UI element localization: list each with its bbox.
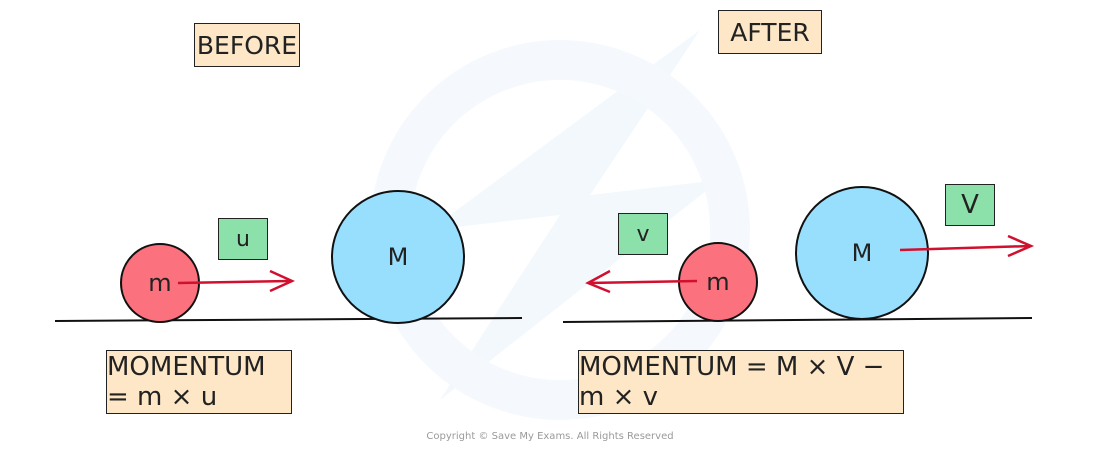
after-title: AFTER <box>718 10 822 54</box>
after-large-mass: M <box>795 186 929 320</box>
copyright-notice: Copyright © Save My Exams. All Rights Re… <box>426 431 674 442</box>
before-velocity-label: u <box>218 218 268 260</box>
after-small-velocity-arrow <box>585 269 698 294</box>
after-small-velocity-label: v <box>618 213 668 255</box>
before-momentum-equation: MOMENTUM = m × u <box>106 350 292 414</box>
before-title: BEFORE <box>194 23 300 67</box>
after-momentum-equation: MOMENTUM = M × V − m × v <box>578 350 904 414</box>
after-large-velocity-arrow <box>899 234 1035 258</box>
before-large-mass: M <box>331 190 465 324</box>
after-large-velocity-label: V <box>945 184 995 226</box>
